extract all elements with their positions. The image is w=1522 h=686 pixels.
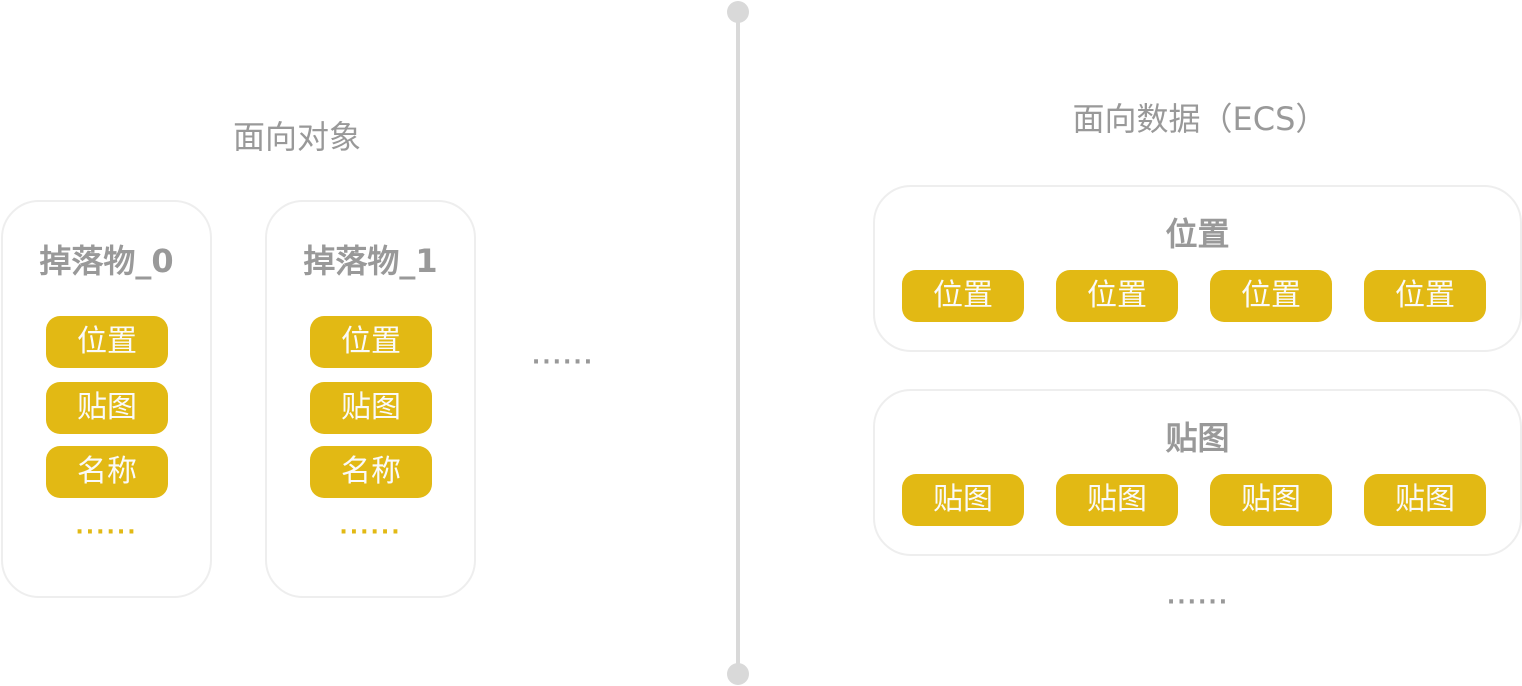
more-dots: ······ [339, 520, 402, 545]
component-group-texture: 贴图 贴图 贴图 贴图 贴图 [873, 389, 1522, 556]
component-pill: 位置 [1210, 270, 1332, 322]
divider-line [736, 12, 740, 674]
component-pill: 贴图 [1364, 474, 1486, 526]
component-group-position: 位置 位置 位置 位置 位置 [873, 185, 1522, 352]
group-title: 贴图 [1165, 419, 1230, 457]
object-title: 掉落物_1 [303, 242, 438, 280]
component-pill: 贴图 [1210, 474, 1332, 526]
more-dots: ······ [75, 520, 138, 545]
component-pill: 位置 [902, 270, 1024, 322]
component-pill: 位置 [46, 316, 168, 368]
component-pill: 位置 [1056, 270, 1178, 322]
object-card-0: 掉落物_0 位置 贴图 名称 ······ [1, 200, 212, 598]
component-pill: 名称 [310, 446, 432, 498]
component-pill: 贴图 [902, 474, 1024, 526]
component-pill: 贴图 [310, 382, 432, 434]
component-pill: 贴图 [1056, 474, 1178, 526]
object-title: 掉落物_0 [39, 242, 174, 280]
object-card-1: 掉落物_1 位置 贴图 名称 ······ [265, 200, 476, 598]
more-objects-dots: ······ [531, 350, 595, 375]
divider-bottom-node [727, 663, 749, 685]
divider-top-node [727, 1, 749, 23]
oop-heading: 面向对象 [232, 118, 361, 156]
component-pill: 位置 [1364, 270, 1486, 322]
component-pill: 贴图 [46, 382, 168, 434]
group-title: 位置 [1165, 215, 1230, 253]
more-groups-dots: ······ [1166, 590, 1230, 615]
component-pill: 名称 [46, 446, 168, 498]
component-pill: 位置 [310, 316, 432, 368]
ecs-heading: 面向数据（ECS） [1072, 100, 1328, 138]
